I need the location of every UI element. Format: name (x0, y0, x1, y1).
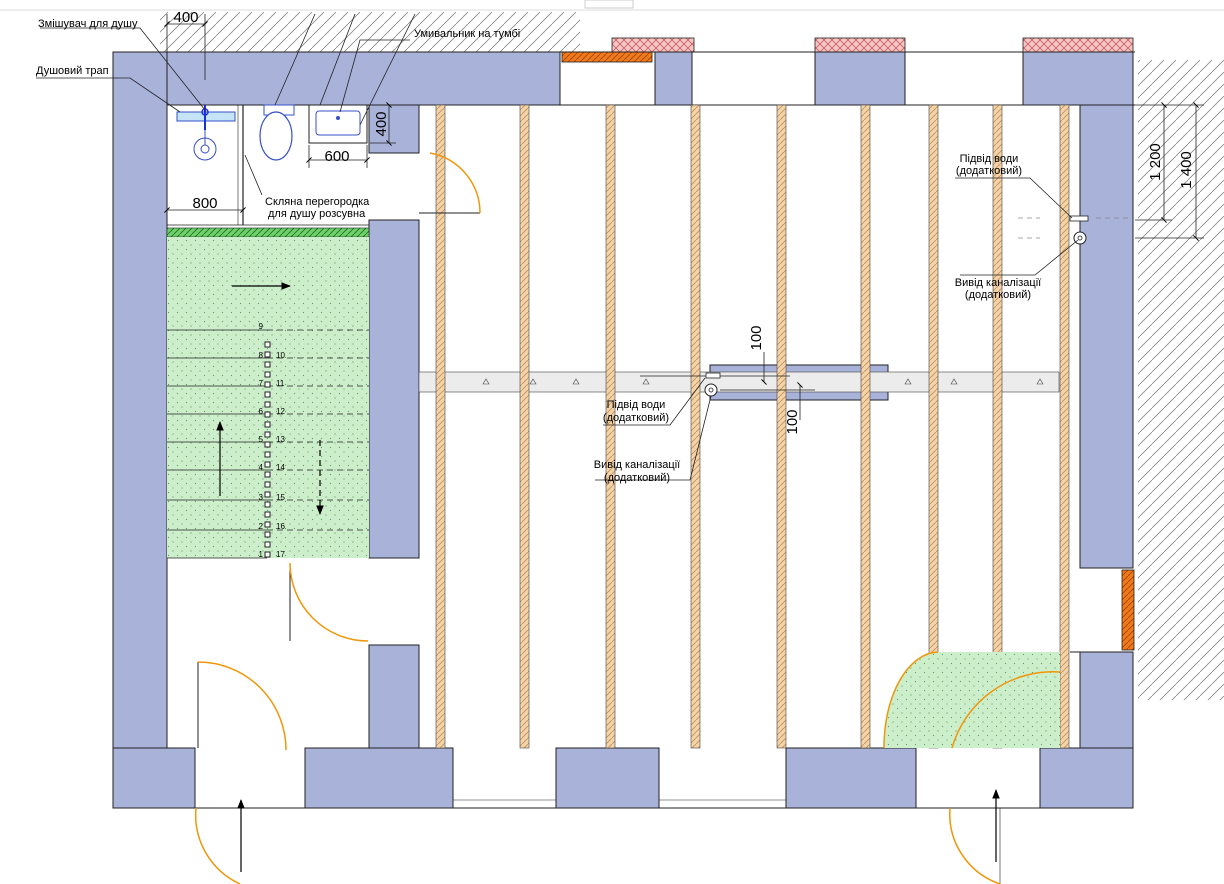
label-water-right-2: (додатковий) (956, 165, 1022, 177)
label-sewer-right-1: Вивід каналізації (955, 277, 1041, 289)
dim-400-top: 400 (173, 9, 198, 26)
label-water-center-1: Підвід води (607, 399, 666, 411)
dim-1200: 1 200 (1147, 143, 1164, 181)
door-arcs (194, 152, 1001, 884)
stair-number-12: 12 (276, 407, 285, 416)
label-water-center-2: (додатковий) (603, 412, 669, 424)
stair-number-8: 8 (259, 351, 264, 360)
dim-600-sink: 600 (324, 148, 349, 165)
concrete-beam (418, 371, 1060, 393)
label-water-right-1: Підвід води (960, 153, 1019, 165)
label-sewer-center-2: (додатковий) (604, 472, 670, 484)
dim-800-shower: 800 (192, 195, 217, 212)
stair-number-1: 1 (259, 550, 264, 559)
stair-number-10: 10 (276, 351, 285, 360)
stair-number-3: 3 (259, 493, 264, 502)
label-glass-partition-2: для душу розсувна (268, 208, 366, 220)
stair-number-4: 4 (259, 463, 264, 472)
stair-number-14: 14 (276, 463, 285, 472)
exterior-hatch-right (1138, 60, 1224, 700)
stair-number-7: 7 (259, 379, 264, 388)
dim-1400: 1 400 (1178, 151, 1195, 189)
stair-number-6: 6 (259, 407, 264, 416)
label-sewer-right-2: (додатковий) (965, 289, 1031, 301)
stair-number-15: 15 (276, 493, 285, 502)
exterior-hatch-top (160, 12, 580, 52)
dim-100-top: 100 (748, 325, 765, 350)
stair-number-11: 11 (276, 379, 285, 388)
label-sewer-center-1: Вивід каналізації (594, 459, 680, 471)
label-shower-mixer: Змішувач для душу (38, 18, 138, 30)
label-glass-partition-1: Скляна перегородка (265, 196, 370, 208)
dim-100-bottom: 100 (784, 409, 801, 434)
stair-number-13: 13 (276, 435, 285, 444)
top-strip-tab (584, 0, 634, 9)
stair-number-16: 16 (276, 522, 285, 531)
stair-number-2: 2 (259, 522, 264, 531)
label-sink: Умивальник на тумбі (414, 28, 520, 40)
stair-number-9: 9 (259, 322, 264, 331)
stair-number-5: 5 (259, 435, 264, 444)
label-shower-drain: Душовий трап (36, 65, 109, 77)
timber-posts (435, 104, 1070, 749)
stair-number-17: 17 (276, 550, 285, 559)
dim-400-sink: 400 (373, 111, 390, 136)
